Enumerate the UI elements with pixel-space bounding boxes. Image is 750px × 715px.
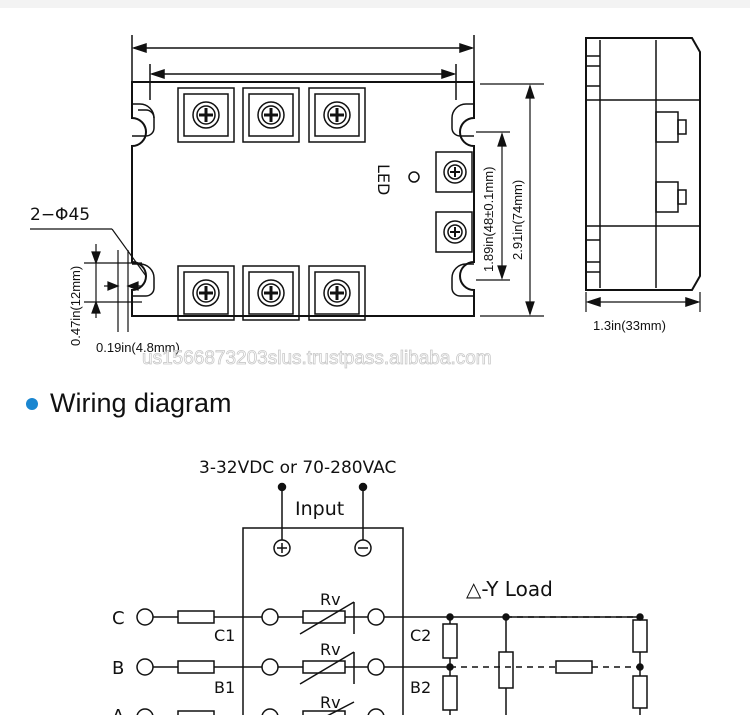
top-strip: [0, 0, 750, 8]
output-c2-label: C2: [410, 626, 431, 645]
supply-label: 3-32VDC or 70-280VAC: [199, 458, 396, 478]
hole-dimension: [30, 228, 147, 332]
load-label: △-Y Load: [466, 577, 553, 601]
input-label: Input: [295, 498, 344, 520]
total-height-label: 2.91in(74mm): [510, 180, 525, 260]
fuse-c: [177, 610, 215, 624]
terminal-bottom-3: [308, 265, 366, 321]
pitch-label: 1.89in(48±0.1mm): [481, 167, 496, 272]
varistor-b: [302, 660, 346, 674]
phase-c-label: C: [112, 608, 125, 629]
input-terminal-bottom: [435, 211, 473, 253]
phase-b-label: B: [112, 658, 124, 679]
phase-a-label: A: [112, 706, 125, 715]
output-b2-label: B2: [410, 678, 431, 697]
varistor-c-label: Rv: [320, 590, 341, 609]
varistor-a-label: Rv: [320, 693, 341, 712]
heading-bullet-icon: [26, 398, 38, 410]
relay-top-view: [131, 35, 475, 321]
relay-side-view: [585, 37, 701, 312]
vertical-dimensions: [476, 83, 544, 317]
relay-box: [242, 527, 404, 715]
fuse-b: [177, 660, 215, 674]
depth-label: 1.3in(33mm): [593, 318, 666, 333]
terminal-top-3: [308, 87, 366, 143]
phase-c-terminal: [136, 608, 154, 626]
section-title: Wiring diagram: [50, 388, 232, 418]
hole-spec-label: 2−Φ45: [30, 205, 90, 225]
height-small-label: 0.47in(12mm): [68, 266, 83, 346]
terminal-bottom-1: [177, 265, 235, 321]
watermark: us1566873203slus.trustpass.alibaba.com: [142, 348, 492, 369]
wiring-diagram: [136, 482, 648, 715]
led-indicator: [408, 171, 420, 183]
width-small-label: 0.19in(4.8mm): [96, 340, 180, 355]
terminal-top-2: [242, 87, 300, 143]
phase-b-terminal: [136, 658, 154, 676]
terminal-bottom-2: [242, 265, 300, 321]
terminal-top-1: [177, 87, 235, 143]
varistor-b-label: Rv: [320, 640, 341, 659]
led-label: LED: [374, 164, 393, 195]
output-b1-label: B1: [214, 678, 235, 697]
output-c1-label: C1: [214, 626, 235, 645]
input-terminal-top: [435, 151, 473, 193]
varistor-c: [302, 610, 346, 624]
